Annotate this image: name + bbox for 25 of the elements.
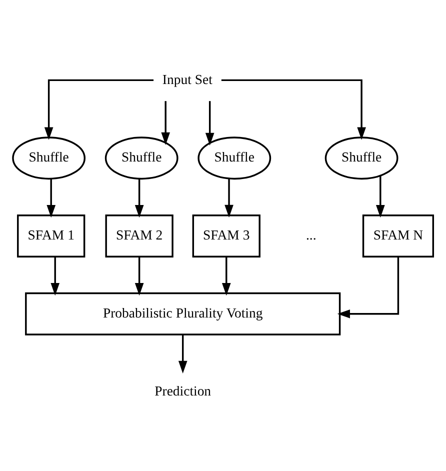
node-ellipse: Shuffle xyxy=(198,136,272,180)
arrow xyxy=(205,100,214,145)
arrow xyxy=(44,78,154,140)
arrow xyxy=(178,334,188,373)
node-ellipse: Shuffle xyxy=(12,136,86,180)
node-ellipse: Shuffle xyxy=(104,136,178,180)
arrow xyxy=(224,178,234,217)
node-box: SFAM 1 xyxy=(17,214,86,257)
arrow xyxy=(134,178,144,218)
node-box: Probabilistic Plurality Voting xyxy=(25,292,341,335)
arrow xyxy=(134,256,144,296)
node-box: SFAM N xyxy=(362,214,434,257)
arrow xyxy=(161,100,170,144)
node-text: Input Set xyxy=(162,71,212,86)
node-text: Prediction xyxy=(154,382,212,398)
node-box: SFAM 2 xyxy=(105,214,174,257)
arrow xyxy=(222,256,231,296)
arrow xyxy=(50,256,60,296)
node-ellipse: Shuffle xyxy=(324,136,398,180)
node-box: SFAM 3 xyxy=(192,214,260,257)
label: ... xyxy=(306,227,316,242)
arrow xyxy=(376,175,385,218)
arrow xyxy=(46,178,56,218)
arrow xyxy=(221,78,366,140)
arrow xyxy=(337,256,400,318)
